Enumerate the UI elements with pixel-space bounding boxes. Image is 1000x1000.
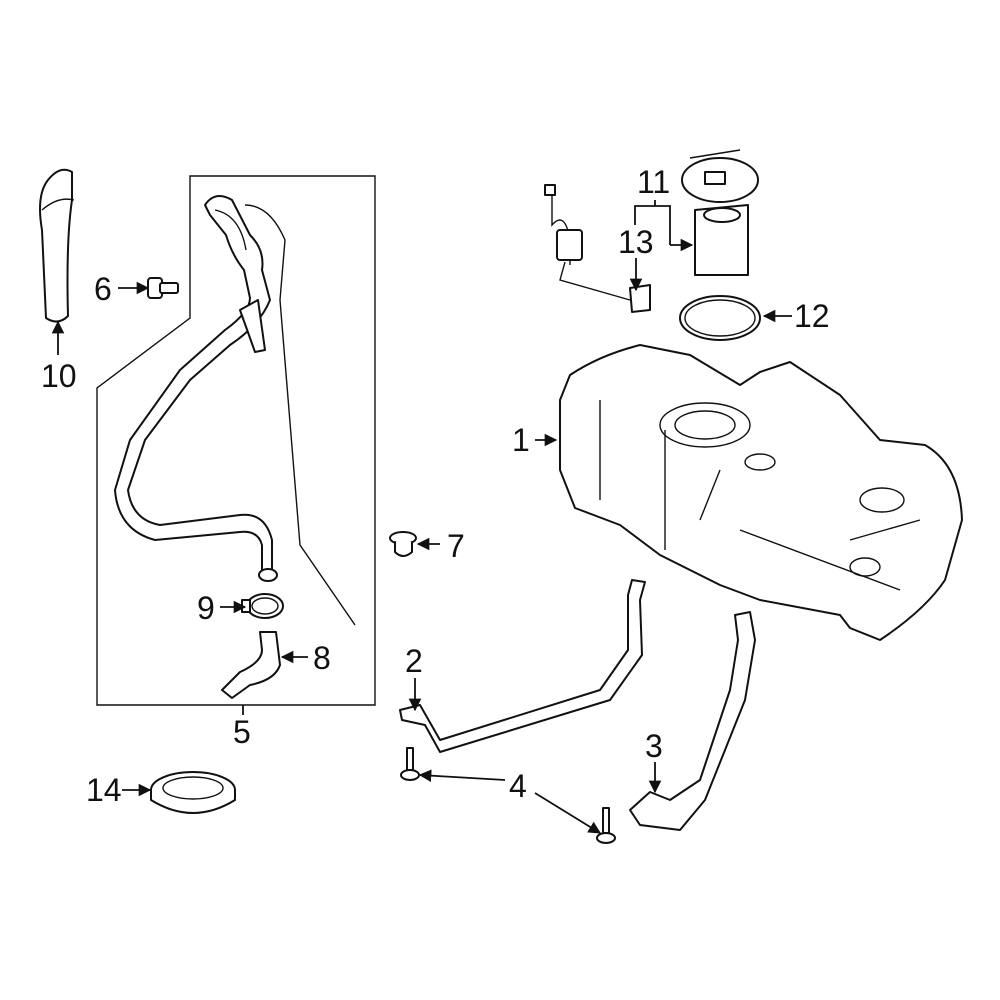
callout-7: 7 bbox=[447, 528, 465, 564]
fuel-door-funnel-part[interactable] bbox=[39, 168, 73, 323]
callout-14: 14 bbox=[86, 772, 122, 808]
rear-strap-part[interactable] bbox=[629, 611, 756, 831]
callout-10: 10 bbox=[41, 358, 77, 394]
callout-8: 8 bbox=[313, 640, 331, 676]
seal-part[interactable] bbox=[679, 295, 761, 341]
clamp-part[interactable] bbox=[241, 593, 284, 619]
sender-part[interactable] bbox=[544, 184, 651, 313]
callout-3: 3 bbox=[645, 728, 663, 764]
callout-4: 4 bbox=[509, 768, 527, 804]
filler-pipe-part[interactable] bbox=[114, 195, 356, 626]
fuel-pump-module-part[interactable] bbox=[681, 149, 759, 276]
bolt-part-2[interactable] bbox=[596, 807, 616, 844]
fuel-tank-part[interactable] bbox=[559, 344, 963, 641]
callout-6: 6 bbox=[94, 271, 112, 307]
callout-1: 1 bbox=[512, 422, 530, 458]
callout-13: 13 bbox=[618, 224, 654, 260]
callout-11: 11 bbox=[637, 164, 671, 200]
lock-ring-part[interactable] bbox=[150, 771, 236, 814]
hose-part[interactable] bbox=[221, 631, 281, 699]
callout-2: 2 bbox=[405, 643, 423, 679]
screw-part[interactable] bbox=[147, 277, 179, 299]
callout-9: 9 bbox=[197, 590, 215, 626]
callout-5: 5 bbox=[233, 714, 251, 750]
callout-12: 12 bbox=[794, 298, 830, 334]
bolt-part-1[interactable] bbox=[400, 747, 420, 781]
front-strap-part[interactable] bbox=[399, 579, 646, 753]
fastener-part[interactable] bbox=[389, 531, 417, 557]
filler-assembly-box bbox=[96, 175, 376, 706]
